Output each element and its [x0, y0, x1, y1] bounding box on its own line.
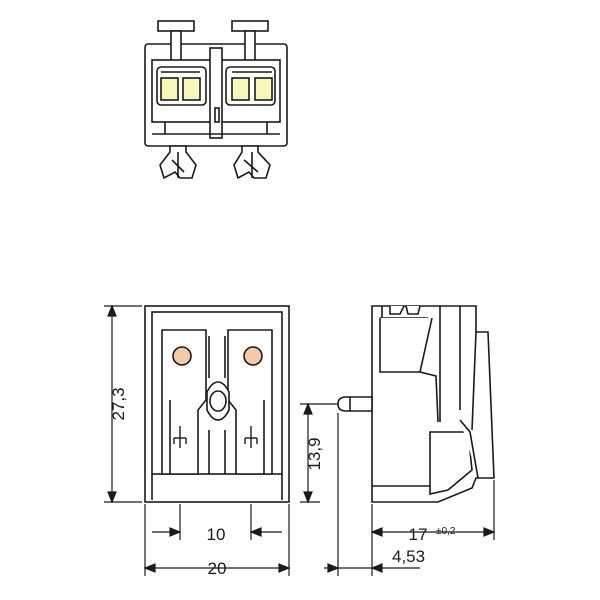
front-view-symbol-left — [173, 426, 187, 448]
side-view-pin — [337, 396, 373, 412]
dim-label-depth: 17 — [409, 525, 428, 544]
front-view — [144, 305, 290, 503]
top-view-indicator-4 — [254, 77, 273, 101]
top-view-actuator-right — [231, 20, 269, 32]
front-view-indicator-left — [172, 346, 192, 366]
top-view-actuator-left — [157, 20, 195, 32]
dim-label-width: 20 — [208, 559, 227, 578]
top-view-indicator-1 — [160, 77, 179, 101]
top-view-indicator-2 — [182, 77, 201, 101]
dim-label-pitch: 10 — [207, 525, 226, 544]
dimension-lines — [104, 304, 496, 576]
dim-label-depth-tolerance: ±0,2 — [436, 526, 456, 537]
top-view-indicator-3 — [231, 77, 250, 101]
dim-label-height-total: 27,3 — [109, 387, 128, 420]
front-view-indicator-right — [243, 346, 263, 366]
side-view — [337, 305, 495, 503]
front-view-slot-left — [161, 329, 207, 475]
dim-label-height-pin: 13,9 — [305, 437, 324, 470]
top-view — [144, 20, 288, 180]
front-view-symbol-right — [244, 426, 258, 448]
dim-label-pin-offset: 4,53 — [392, 547, 425, 566]
